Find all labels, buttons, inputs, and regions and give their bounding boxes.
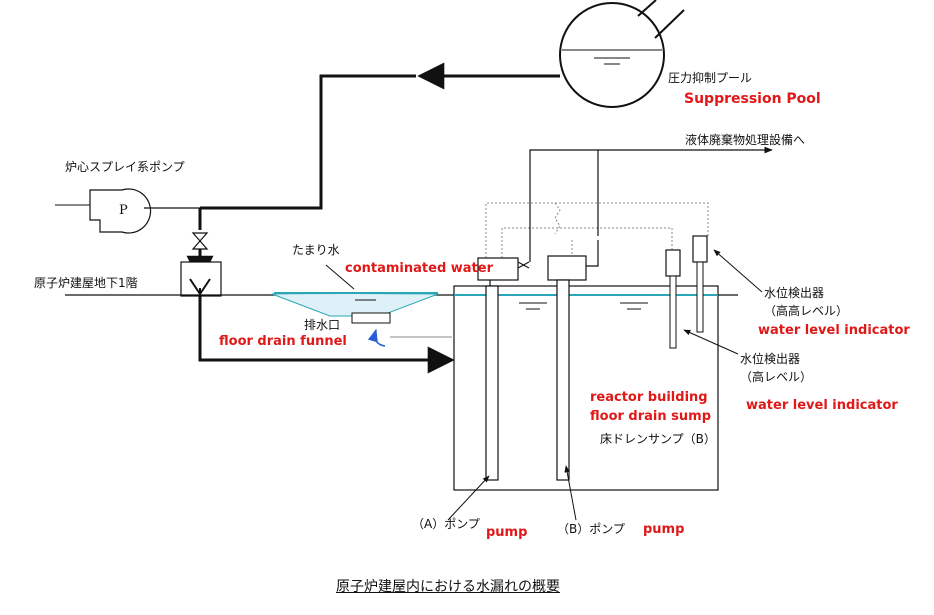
leader-lines — [325, 249, 763, 521]
contaminated-water-label: contaminated water — [345, 261, 493, 276]
sump-label-en-2: floor drain sump — [590, 409, 712, 424]
return-pipe — [200, 62, 560, 210]
floor-drain-funnel-label: floor drain funnel — [219, 334, 347, 349]
suppression-pool-label-jp: 圧力抑制プール — [668, 71, 753, 85]
drain-outlet-label: 排水口 — [304, 318, 341, 332]
suppression-pool — [559, 0, 685, 108]
level-hh-label-2: （高高レベル） — [764, 304, 849, 318]
core-spray-pump-label: 炉心スプレイ系ポンプ — [65, 160, 185, 174]
diagram-caption: 原子炉建屋内における水漏れの概要 — [336, 579, 560, 595]
level-detectors — [665, 235, 708, 349]
pump-b — [547, 240, 599, 481]
discharge-line — [529, 146, 773, 262]
pump-symbol-label: P — [119, 203, 128, 218]
level-h-label-2: （高レベル） — [740, 370, 813, 384]
suppression-pool-label-en: Suppression Pool — [684, 91, 821, 107]
pump-b-label-jp: （B）ポンプ — [557, 522, 625, 536]
basement-label: 原子炉建屋地下1階 — [34, 276, 138, 290]
pooled-water-label: たまり水 — [292, 243, 340, 257]
pump-a-label-en: pump — [486, 525, 528, 540]
pooled-water — [271, 292, 452, 347]
pump-a — [477, 257, 530, 481]
core-spray-pump — [55, 188, 200, 234]
sump-label-jp: 床ドレンサンプ（B） — [600, 432, 716, 446]
pump-b-label-en: pump — [643, 522, 685, 537]
level-h-label-en: water level indicator — [746, 398, 898, 413]
level-hh-label-1: 水位検出器 — [764, 286, 825, 300]
level-h-label-1: 水位検出器 — [740, 352, 801, 366]
dotted-piping — [485, 202, 709, 258]
level-hh-label-en: water level indicator — [758, 323, 910, 338]
pump-a-label-jp: （A）ポンプ — [412, 517, 480, 531]
liquid-waste-label: 液体廃棄物処理設備へ — [685, 133, 806, 147]
drain-pipe — [180, 208, 455, 374]
sump-label-en-1: reactor building — [590, 390, 708, 405]
